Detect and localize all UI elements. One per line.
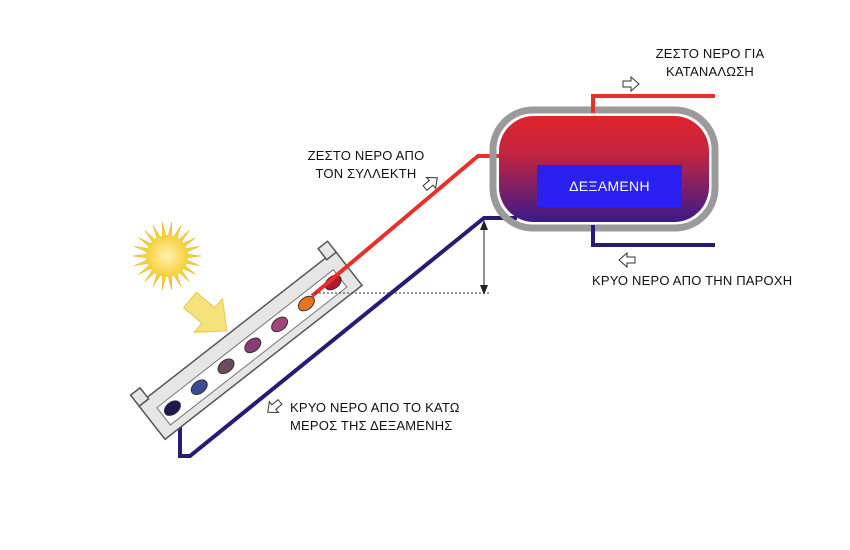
hot-pipe-consumption xyxy=(591,94,715,113)
outline-arrow-icon xyxy=(618,251,636,269)
sun-ray xyxy=(134,259,149,266)
outline-arrow-icon xyxy=(267,398,283,414)
sun-ray xyxy=(161,222,167,237)
cold-pipe-to-collector xyxy=(178,216,517,458)
hot-from-collector-label: ΖΕΣΤΟ ΝΕΡΟ ΑΠΟ ΤΟΝ ΣΥΛΛΕΚΤΗ xyxy=(296,147,436,183)
outline-arrow-icon xyxy=(422,176,438,192)
collector-bulb xyxy=(244,337,262,354)
sun-ray xyxy=(185,259,200,266)
collector-bulb xyxy=(163,400,181,416)
hot-from-collector-line2: ΤΟΝ ΣΥΛΛΕΚΤΗ xyxy=(315,166,417,181)
sun-ray xyxy=(134,246,149,253)
hot-consumption-label: ΖΕΣΤΟ ΝΕΡΟ ΓΙΑ ΚΑΤΑΝΑΛΩΣΗ xyxy=(640,45,780,81)
solar-collector xyxy=(129,240,364,441)
hot-consumption-line1: ΖΕΣΤΟ ΝΕΡΟ ΓΙΑ xyxy=(655,46,765,61)
dimension-arrow-down xyxy=(480,285,488,295)
cold-pipe-supply xyxy=(591,225,715,247)
hot-consumption-line2: ΚΑΤΑΝΑΛΩΣΗ xyxy=(666,64,754,79)
collector-bulb xyxy=(297,295,315,312)
sun-ray xyxy=(167,222,173,237)
collector-bulbs xyxy=(163,274,342,416)
sun-ray xyxy=(132,253,148,259)
sun-icon xyxy=(132,222,202,290)
collector-bulb xyxy=(217,358,235,375)
sun-ray xyxy=(185,246,200,253)
tank-label-box xyxy=(537,165,682,207)
sunlight-arrow-icon xyxy=(182,291,228,333)
sun-ray xyxy=(161,275,167,290)
collector-bulb xyxy=(271,316,289,333)
cold-tank-bottom-line2: ΜΕΡΟΣ ΤΗΣ ΔΕΞΑΜΕΝΗΣ xyxy=(290,418,453,433)
dimension-arrow-up xyxy=(480,220,488,230)
cold-tank-bottom-label: ΚΡΥΟ ΝΕΡΟ ΑΠΟ ΤΟ ΚΑΤΩ ΜΕΡΟΣ ΤΗΣ ΔΕΞΑΜΕΝΗ… xyxy=(290,399,470,435)
outline-arrow-icon xyxy=(622,75,640,93)
sun-core xyxy=(146,235,188,277)
sun-ray xyxy=(186,253,202,259)
tank-label: ΔΕΞΑΜΕΝΗ xyxy=(569,178,650,194)
tank-shell xyxy=(489,106,719,232)
cold-supply-label: ΚΡΥΟ ΝΕΡΟ ΑΠΟ ΤΗΝ ΠΑΡΟΧΗ xyxy=(592,273,793,288)
sun-ray xyxy=(167,275,173,290)
collector-bulb xyxy=(190,379,208,395)
cold-tank-bottom-line1: ΚΡΥΟ ΝΕΡΟ ΑΠΟ ΤΟ ΚΑΤΩ xyxy=(290,400,460,415)
hot-from-collector-line1: ΖΕΣΤΟ ΝΕΡΟ ΑΠΟ xyxy=(307,148,425,163)
